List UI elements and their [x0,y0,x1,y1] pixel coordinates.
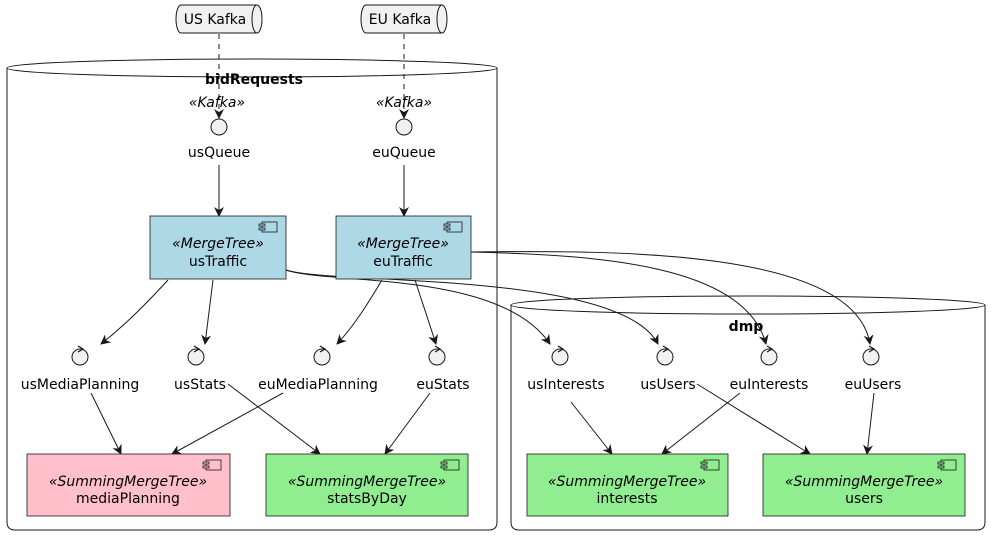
component-stereotype: «SummingMergeTree» [548,474,706,490]
queue-us-kafka: US Kafka [175,4,263,34]
edge-eumediaplanning-to-mediaplanning [171,392,284,455]
control-usStats: usStats [174,345,226,393]
edge-ustraffic-to-usstats [201,279,214,345]
control-euMediaPlanning: euMediaPlanning [258,345,378,393]
control-circle-icon [656,348,674,366]
control-label: usUsers [640,377,695,393]
component-label: mediaPlanning [76,491,180,507]
edge-eustats-to-statsbyday [384,392,431,455]
control-label: euMediaPlanning [258,377,378,393]
component-statsByDay: «SummingMergeTree» statsByDay [265,453,469,517]
interface-euQueue: «Kafka» euQueue [372,95,435,161]
control-arrow-icon [319,345,327,353]
component-icon [937,459,957,471]
control-arrow-icon [434,345,442,353]
component-icon [443,221,463,233]
edge-usmediaplanning-to-mediaplanning [90,392,122,455]
database-title-dmp: dmp [729,319,764,335]
edge-euusers-to-users [863,392,875,455]
control-circle-icon [313,348,331,366]
control-euStats: euStats [416,345,470,393]
edge-usstats-to-statsbyday [227,383,321,455]
component-icon [258,221,278,233]
control-euInterests: euInterests [730,345,809,393]
component-users: «SummingMergeTree» users [762,453,966,517]
component-stereotype: «MergeTree» [357,236,449,252]
edge-eutraffic-to-eustats [414,279,438,345]
control-circle-icon [862,348,880,366]
component-label: usTraffic [189,254,247,270]
edge-ustraffic-to-usmediaplanning [100,279,169,345]
component-label: statsByDay [327,491,407,507]
edge-ustraffic-to-usinterests [285,269,551,345]
control-usInterests: usInterests [527,345,605,393]
control-label: euStats [416,377,469,393]
control-label: usInterests [527,377,604,393]
component-euTraffic: «MergeTree» euTraffic [335,215,472,280]
control-arrow-icon [77,345,85,353]
control-arrow-icon [868,345,876,353]
component-stereotype: «SummingMergeTree» [288,474,446,490]
queue-label: EU Kafka [369,12,431,28]
control-circle-icon [187,348,205,366]
control-arrow-icon [193,345,201,353]
interface-circle-icon [395,118,413,136]
control-circle-icon [71,348,89,366]
component-label: users [845,491,883,507]
control-usUsers: usUsers [640,345,696,393]
queue-label: US Kafka [184,12,246,28]
component-mediaPlanning: «SummingMergeTree» mediaPlanning [26,453,231,517]
control-euUsers: euUsers [845,345,902,393]
control-label: usStats [174,377,226,393]
control-circle-icon [551,348,569,366]
edge-usinterests-to-interests [570,401,613,455]
control-circle-icon [428,348,446,366]
edges [90,34,875,455]
control-label: euInterests [730,377,809,393]
database-bidRequests: bidRequests [6,58,498,531]
edge-ustraffic-to-ususers [285,269,659,345]
database-title-bidRequests: bidRequests [205,72,303,88]
interface-usQueue: «Kafka» usQueue [188,95,250,161]
component-icon [202,459,222,471]
control-arrow-icon [662,345,670,353]
control-arrow-icon [557,345,565,353]
control-circle-icon [760,348,778,366]
edge-eutraffic-to-euinterests [470,251,769,345]
control-arrow-icon [766,345,774,353]
component-icon [440,459,460,471]
interface-stereotype: «Kafka» [376,95,432,111]
queue-eu-kafka: EU Kafka [360,4,448,34]
edge-eutraffic-to-euusers [470,251,874,345]
component-icon [700,459,720,471]
component-stereotype: «MergeTree» [172,236,264,252]
component-stereotype: «SummingMergeTree» [49,474,207,490]
control-label: usMediaPlanning [21,377,140,393]
edge-eutraffic-to-eumediaplanning [336,279,383,345]
component-usTraffic: «MergeTree» usTraffic [149,215,287,280]
component-label: euTraffic [373,254,433,270]
edge-ususers-to-users [696,383,811,455]
interface-stereotype: «Kafka» [189,95,245,111]
control-label: euUsers [845,377,902,393]
interface-label: euQueue [372,145,435,161]
interface-label: usQueue [188,145,250,161]
component-label: interests [596,491,657,507]
component-interests: «SummingMergeTree» interests [526,453,729,517]
interface-circle-icon [210,118,228,136]
component-stereotype: «SummingMergeTree» [785,474,943,490]
control-usMediaPlanning: usMediaPlanning [21,345,140,393]
